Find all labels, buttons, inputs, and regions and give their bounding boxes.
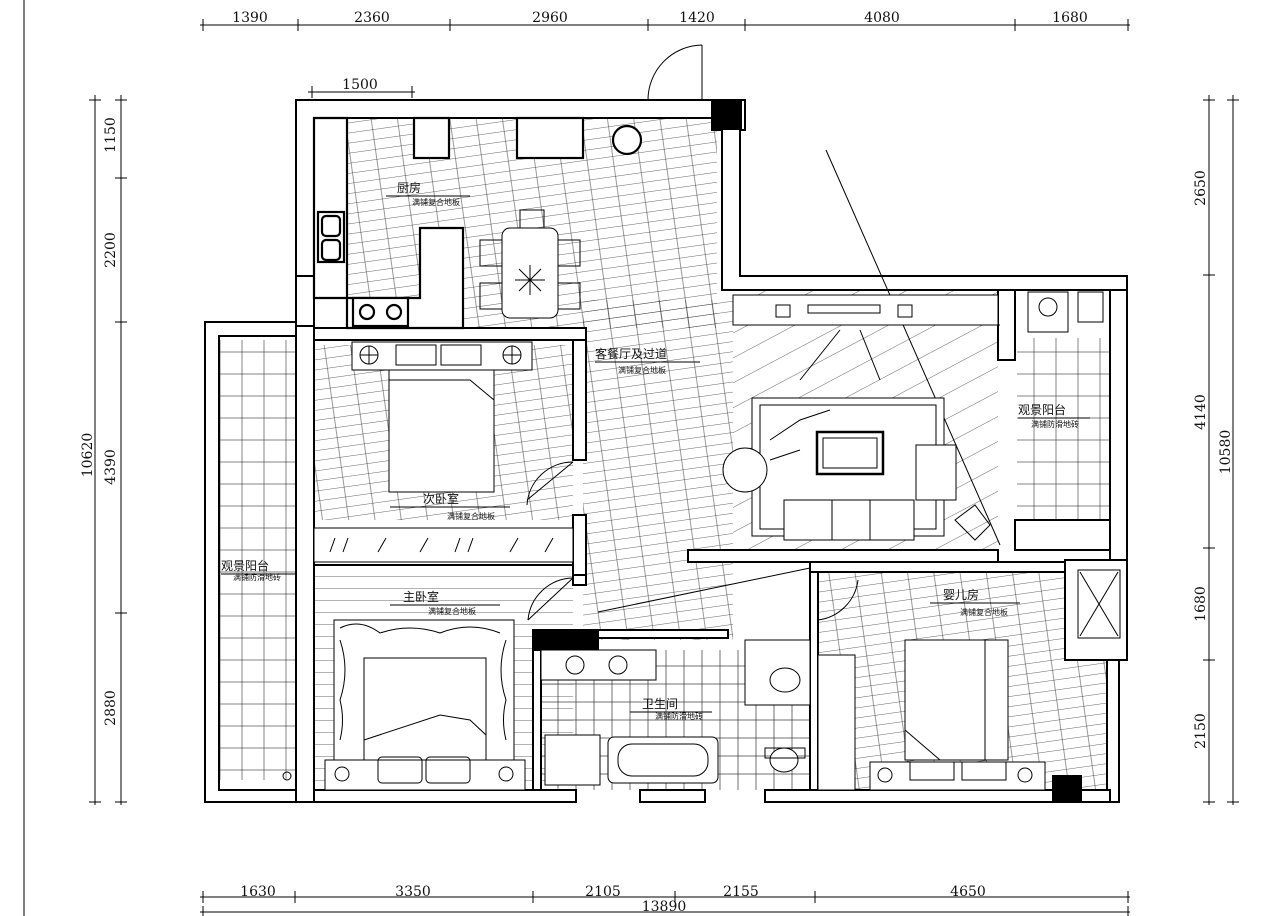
right-dim-1: 2650 — [1193, 170, 1209, 206]
top-dim-6: 1680 — [1052, 10, 1088, 26]
top-dimension-line: 1390 2360 2960 1420 4080 1680 — [200, 10, 1130, 31]
washer — [1027, 291, 1104, 333]
top-dim-4: 1420 — [679, 10, 715, 26]
kitchen-counter — [312, 116, 643, 330]
right-dim-3: 1680 — [1193, 586, 1209, 622]
master-bedroom-name: 主卧室 — [403, 589, 439, 604]
bottom-dim-2: 3350 — [395, 884, 431, 900]
bathroom-door — [597, 567, 811, 613]
tv-cabinet — [732, 294, 1000, 381]
nursery-furniture — [817, 569, 1121, 791]
nursery-door — [817, 572, 859, 621]
column-3 — [1052, 775, 1082, 803]
east-balcony-floor-text: 满铺防滑地砖 — [1031, 419, 1079, 429]
bottom-dim-3: 2105 — [585, 884, 621, 900]
east-balcony-floor — [1017, 338, 1110, 523]
west-balcony-floor — [220, 340, 295, 780]
master-bedroom-floor-text: 满铺复合地板 — [428, 606, 476, 616]
left-total: 10620 — [80, 433, 96, 478]
west-balcony-floor-text: 满铺防滑地砖 — [233, 572, 281, 582]
right-total: 10580 — [1218, 430, 1234, 475]
right-dim-2: 4140 — [1193, 394, 1209, 430]
bathroom-fixtures — [540, 639, 811, 786]
left-dimension-line: 1150 2200 4390 2880 10620 — [80, 95, 127, 805]
sub-dimension-line: 1500 — [308, 77, 415, 98]
left-dim-2: 2200 — [103, 232, 119, 268]
top-dim-2: 2360 — [354, 10, 390, 26]
top-dim-5: 4080 — [864, 10, 900, 26]
column-1 — [712, 100, 742, 130]
nursery-floor-text: 满铺复合地板 — [960, 607, 1008, 617]
hall-floor — [583, 300, 733, 640]
east-balcony-name: 观景阳台 — [1018, 402, 1066, 417]
west-balcony-name: 观景阳台 — [221, 558, 269, 573]
kitchen-name: 厨房 — [397, 180, 421, 195]
sofa-set — [722, 397, 991, 541]
west-balcony-drain — [282, 771, 292, 781]
entry-door — [647, 44, 703, 101]
second-bedroom-furniture — [313, 341, 574, 563]
dining-table — [479, 209, 581, 319]
kitchen-floor-text: 满铺复合地板 — [412, 197, 460, 207]
bottom-total: 13890 — [642, 899, 687, 915]
column-2 — [533, 630, 598, 650]
living-floor-text: 满铺复合地板 — [618, 365, 666, 375]
nursery-name: 婴儿房 — [943, 587, 979, 602]
left-dim-1: 1150 — [103, 117, 119, 153]
top-dim-1: 1390 — [232, 10, 268, 26]
bottom-dim-4: 2155 — [723, 884, 759, 900]
second-bedroom-name: 次卧室 — [423, 491, 459, 506]
bottom-dim-5: 4650 — [950, 884, 986, 900]
right-dimension-line: 2650 4140 1680 2150 10580 — [1193, 95, 1239, 805]
second-bedroom-door — [526, 461, 574, 506]
left-dim-3: 4390 — [103, 449, 119, 485]
right-dim-4: 2150 — [1193, 713, 1209, 749]
left-dim-4: 2880 — [103, 690, 119, 726]
sub-dim: 1500 — [342, 77, 378, 93]
diagonal-line — [825, 149, 1001, 546]
bottom-dim-1: 1630 — [240, 884, 276, 900]
second-bedroom-floor-text: 满铺复合地板 — [447, 511, 495, 521]
top-dim-3: 2960 — [532, 10, 568, 26]
master-bedroom-furniture — [324, 619, 526, 791]
bathroom-floor-text: 满铺防滑地砖 — [655, 711, 703, 721]
living-name: 客餐厅及过道 — [595, 346, 667, 361]
bathroom-name: 卫生间 — [642, 697, 678, 711]
master-bedroom-door — [527, 577, 574, 621]
bottom-dimension-line: 1630 3350 2105 2155 4650 13890 — [200, 884, 1130, 916]
